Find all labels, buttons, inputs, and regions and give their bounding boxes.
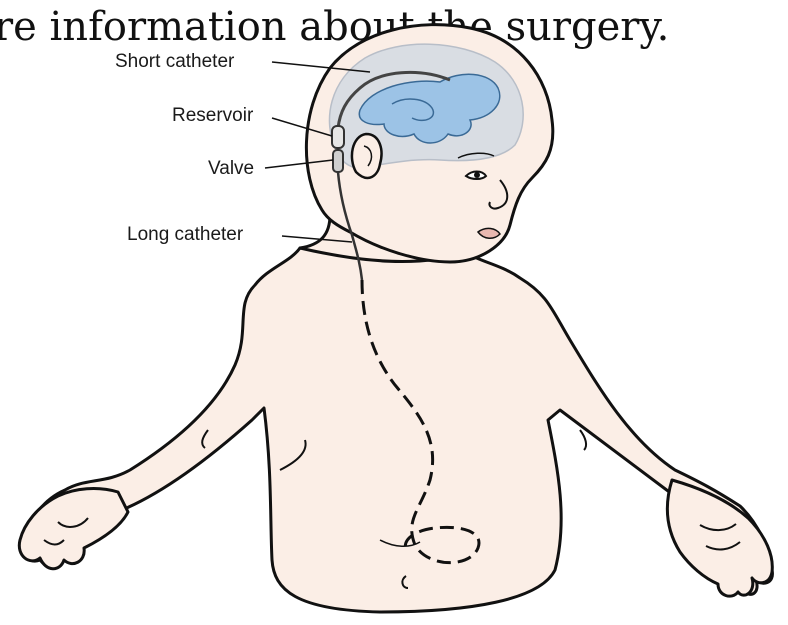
arm-crease-right	[580, 430, 586, 450]
valve-label: Valve	[208, 158, 254, 179]
left-hand	[19, 489, 128, 569]
pupil	[474, 172, 480, 178]
valve	[333, 150, 343, 172]
reservoir	[332, 126, 344, 148]
ear	[352, 134, 382, 178]
long-catheter-label: Long catheter	[127, 224, 244, 245]
right-hand	[667, 480, 772, 596]
reservoir-label: Reservoir	[172, 105, 254, 126]
torso	[23, 248, 772, 612]
short-catheter-label: Short catheter	[115, 51, 235, 72]
